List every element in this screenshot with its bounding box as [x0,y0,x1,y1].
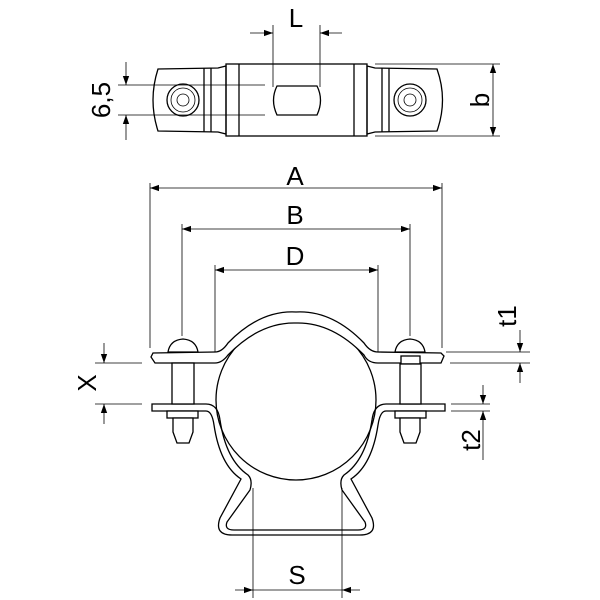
dim-label-S: S [288,560,305,590]
front-view [95,183,530,598]
lower-strap [151,403,446,536]
dim-label-t1: t1 [492,305,522,327]
hole-left [166,83,200,117]
bolt-right [394,338,427,444]
bolt-left [166,338,199,444]
dim-label-B: B [286,200,303,230]
dim-label-L: L [289,3,303,33]
dim-label-6-5: 6,5 [86,82,116,118]
hole-right [393,83,427,117]
upper-strap [150,311,445,364]
dim-label-A: A [286,161,304,191]
dim-label-X: X [72,374,102,391]
dim-label-D: D [286,241,305,271]
slot [272,85,322,116]
dim-label-b: b [465,93,495,107]
top-view [118,25,500,140]
dim-label-t2: t2 [456,429,486,451]
